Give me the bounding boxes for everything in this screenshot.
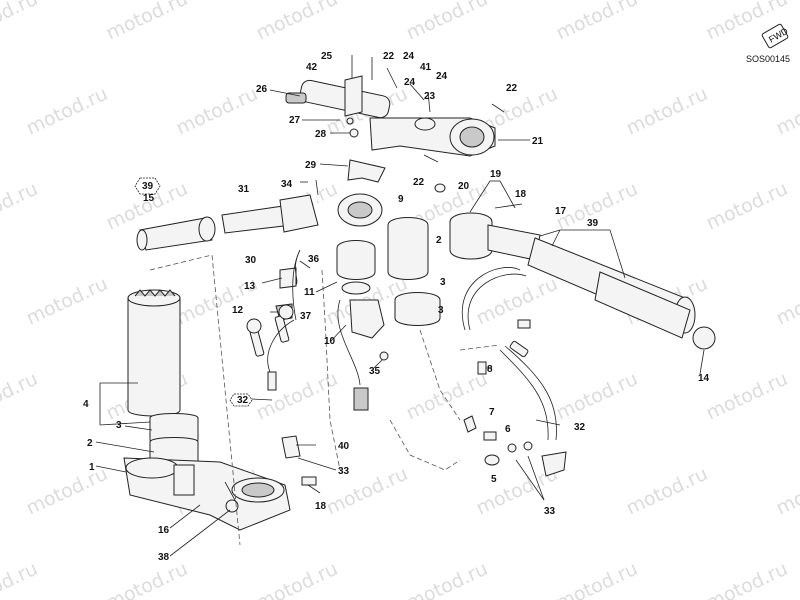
callout-5: 5 [491,474,497,485]
callout-21: 21 [532,136,544,147]
watermark-text: motod.ru [23,83,111,140]
callout-27: 27 [289,115,301,126]
watermark-text: motod.ru [703,558,791,600]
watermark-text: motod.ru [773,273,800,330]
marked-part-badge: 39 15 [134,177,161,204]
callout-20: 20 [458,181,470,192]
callout-37: 37 [300,311,312,322]
callout-36: 36 [308,254,320,265]
watermark-text: motod.ru [323,463,411,520]
watermark-text: motod.ru [0,558,41,600]
callout-1: 1 [89,462,95,473]
callout-18: 18 [315,501,327,512]
top-yoke-assembly [285,55,505,183]
leader-lines [95,89,705,557]
hardware [301,361,567,486]
callout-33: 33 [544,506,556,517]
watermark-text: motod.ru [0,368,41,425]
watermark-text: motod.ru [553,0,641,45]
watermark-text: motod.ru [403,0,491,45]
watermark-text: motod.ru [0,178,41,235]
callout-26: 26 [256,84,268,95]
callout-7: 7 [489,407,495,418]
drawing-code: SOS00145 [746,54,790,64]
callout-22: 22 [413,177,425,188]
callout-16: 16 [158,525,170,536]
callout-33: 33 [338,466,350,477]
callout-6: 6 [505,424,511,435]
callout-31: 31 [238,184,250,195]
callout-35: 35 [369,366,381,377]
callout-3: 3 [116,420,122,431]
watermark-text: motod.ru [23,463,111,520]
watermark-text: motod.ru [623,463,711,520]
watermark-text: motod.ru [173,83,261,140]
callout-41: 41 [420,62,432,73]
watermark-text: motod.ru [553,558,641,600]
callout-34: 34 [281,179,293,190]
callout-9: 9 [398,194,404,205]
callout-13: 13 [244,281,256,292]
callout-23: 23 [424,91,436,102]
watermark-text: motod.ru [773,83,800,140]
watermark-text: motod.ru [103,558,191,600]
fork-tube-assembly [123,289,291,531]
callout-12: 12 [232,305,244,316]
left-handlebar-assembly [136,179,383,251]
callout-30: 30 [245,255,257,266]
callout-2: 2 [87,438,93,449]
marked-badge-top: 39 [142,181,154,192]
callout-22: 22 [383,51,395,62]
callout-32: 32 [237,395,249,406]
watermark-text: motod.ru [103,0,191,45]
callout-10: 10 [324,336,336,347]
callout-8: 8 [487,364,493,375]
callout-40: 40 [338,441,350,452]
watermark-text: motod.ru [253,0,341,45]
watermark-text: motod.ru [253,558,341,600]
watermark-text: motod.ru [403,558,491,600]
watermark-text: motod.ru [703,178,791,235]
callout-3: 3 [440,277,446,288]
callout-11: 11 [304,287,315,298]
watermark-text: motod.ru [23,273,111,330]
callout-38: 38 [158,552,170,563]
callout-19: 19 [490,169,502,180]
callout-24: 24 [436,71,448,82]
callout-32: 32 [574,422,586,433]
ignition-switch-assembly [246,217,441,357]
callout-4: 4 [83,399,89,410]
watermark-text: motod.ru [703,368,791,425]
watermark-text: motod.ru [773,463,800,520]
throttle-cables [267,249,557,459]
callout-24: 24 [403,51,415,62]
callout-39: 39 [587,218,599,229]
callout-25: 25 [321,51,333,62]
watermark-text: motod.ru [403,368,491,425]
fwd-badge: FWD [761,23,790,49]
callout-17: 17 [555,206,567,217]
callout-22: 22 [506,83,518,94]
right-handlebar-assembly [434,183,716,350]
watermark-text: motod.ru [0,0,41,45]
callout-24: 24 [404,77,416,88]
marked-badge-bottom: 15 [143,193,155,204]
callout-28: 28 [315,129,327,140]
callout-32-marker [229,393,253,407]
frame-outline [149,254,501,546]
callout-3: 3 [438,305,444,316]
callout-14: 14 [698,373,710,384]
watermark-text: motod.ru [473,273,561,330]
callout-42: 42 [306,62,318,73]
watermark-text: motod.ru [623,83,711,140]
callout-29: 29 [305,160,317,171]
callout-18: 18 [515,189,527,200]
callout-2: 2 [436,235,442,246]
watermark-text: motod.ru [553,368,641,425]
